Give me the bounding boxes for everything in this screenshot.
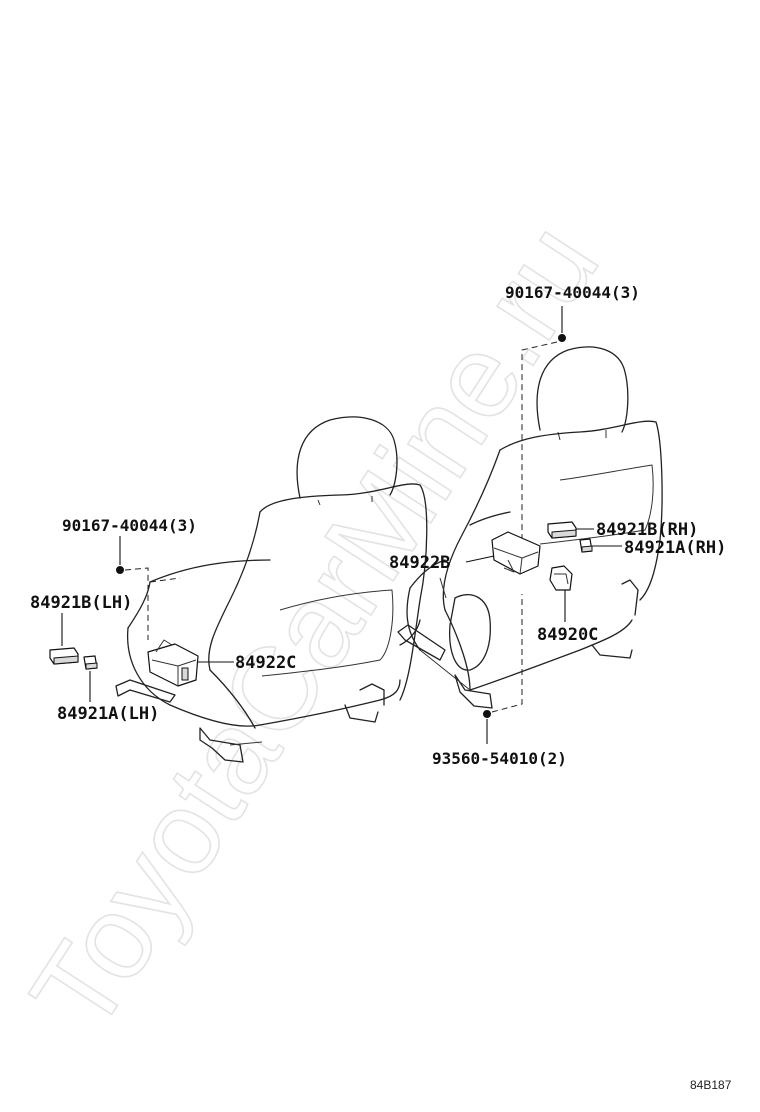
part-84920c-shape	[549, 565, 573, 591]
left-seat-outline	[115, 416, 428, 763]
part-84921b-lh-shape	[49, 647, 79, 665]
part-84921b-rh-shape	[547, 521, 577, 539]
part-84921a-lh-shape	[83, 655, 98, 670]
label-bolt-left: 90167-40044(3)	[62, 516, 197, 535]
guide-top-right	[521, 341, 558, 540]
right-seat-outline	[397, 346, 663, 709]
watermark: ToyotaCarMine.ru	[6, 201, 624, 1054]
leader-84922b	[465, 555, 495, 563]
label-84922c: 84922C	[235, 653, 296, 673]
label-bolt-bottom: 93560-54010(2)	[432, 749, 567, 768]
bolt-bottom-shape	[483, 710, 491, 744]
bolt-top-right-shape	[558, 306, 566, 342]
part-84921a-rh-shape	[579, 538, 593, 553]
label-bolt-top-right: 90167-40044(3)	[505, 283, 640, 302]
label-84921a-lh: 84921A(LH)	[57, 704, 159, 724]
part-84922c-shape	[147, 639, 199, 687]
label-84922b: 84922B	[389, 553, 450, 573]
guide-bottom	[491, 594, 523, 713]
guide-left	[124, 567, 181, 640]
bolt-left-shape	[116, 536, 124, 574]
figure-code: 84B187	[690, 1078, 732, 1092]
label-84921b-rh: 84921B(RH)	[596, 520, 698, 540]
label-84921b-lh: 84921B(LH)	[30, 593, 132, 613]
label-84920c: 84920C	[537, 625, 598, 645]
part-84922b-shape	[491, 531, 541, 575]
label-84921a-rh: 84921A(RH)	[624, 538, 726, 558]
